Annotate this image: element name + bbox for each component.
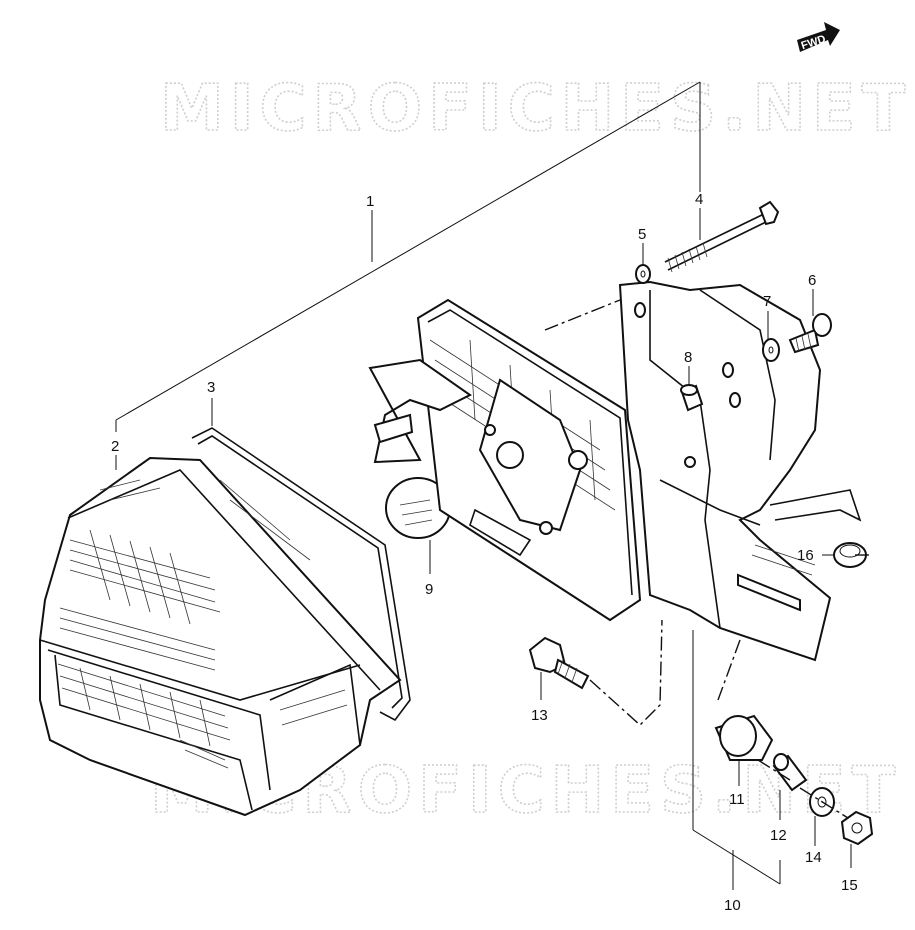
bolt-part-13 bbox=[528, 636, 590, 690]
lens-part bbox=[39, 456, 402, 817]
washer-part-7 bbox=[762, 338, 780, 362]
bolt-long-part bbox=[664, 200, 780, 273]
housing-part bbox=[368, 298, 642, 622]
washer-part-5 bbox=[635, 264, 651, 284]
callout-12: 12 bbox=[770, 827, 787, 844]
callout-5: 5 bbox=[638, 226, 646, 243]
callout-9: 9 bbox=[425, 581, 433, 598]
fwd-arrow-icon: FWD bbox=[797, 22, 840, 52]
callout-8: 8 bbox=[684, 349, 692, 366]
callout-2: 2 bbox=[111, 438, 119, 455]
callout-6: 6 bbox=[808, 272, 816, 289]
callout-11: 11 bbox=[729, 791, 745, 808]
assembly-chain-lines bbox=[544, 299, 870, 819]
callout-labels: 1 2 3 4 5 6 7 8 9 10 11 12 13 14 15 16 bbox=[111, 191, 858, 914]
callout-16: 16 bbox=[797, 547, 814, 564]
bracket-part bbox=[618, 280, 862, 662]
watermark-top: MICROFICHES.NET bbox=[160, 72, 911, 146]
nut-part-15 bbox=[840, 810, 874, 846]
fwd-label: FWD bbox=[800, 33, 828, 52]
screw-part-6 bbox=[788, 313, 832, 354]
assembly-leader-lines bbox=[115, 81, 701, 432]
collar-part-12 bbox=[772, 753, 808, 792]
callout-4: 4 bbox=[695, 191, 703, 208]
callout-13: 13 bbox=[531, 707, 548, 724]
callout-14: 14 bbox=[805, 849, 822, 866]
callout-10: 10 bbox=[724, 897, 741, 914]
callout-3: 3 bbox=[207, 379, 215, 396]
grommet-part-11 bbox=[714, 714, 774, 761]
callout-leaders bbox=[115, 208, 852, 890]
callout-1: 1 bbox=[366, 193, 374, 210]
gasket-part bbox=[191, 427, 411, 722]
callout-15: 15 bbox=[841, 877, 858, 894]
callout-7: 7 bbox=[763, 293, 771, 310]
